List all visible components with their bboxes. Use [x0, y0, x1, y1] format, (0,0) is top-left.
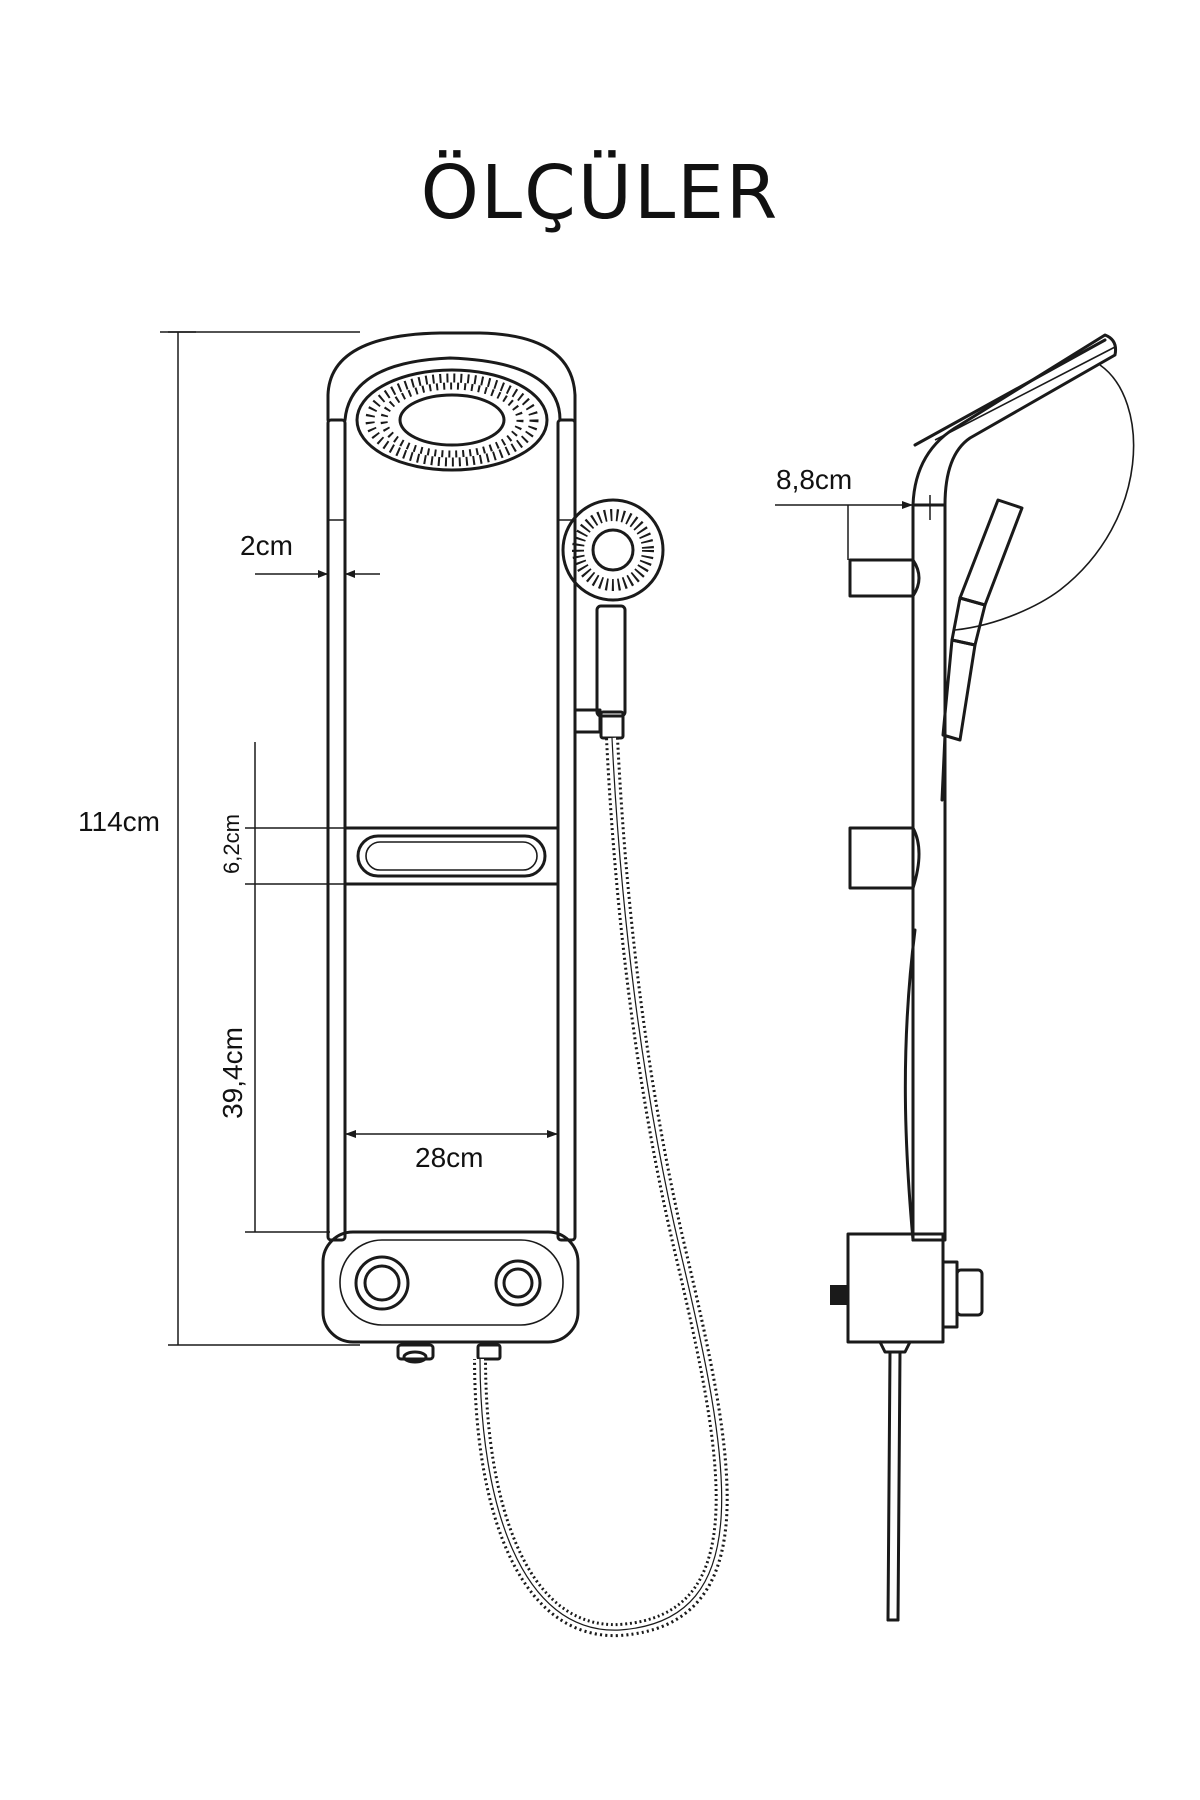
side-hand-shower [940, 498, 1024, 802]
panel-frame [326, 418, 577, 1242]
side-rain-head [911, 333, 1117, 507]
mixer-knob-right [494, 1259, 542, 1307]
shower-hose [473, 737, 729, 1638]
depth-dimension-line [775, 495, 931, 560]
side-control-box [830, 1232, 984, 1622]
front-view [160, 331, 729, 1638]
soap-shelf [343, 826, 560, 886]
mixer-control-box [321, 1230, 580, 1364]
total-height-dimension-line [160, 331, 360, 1346]
side-view [775, 333, 1135, 1622]
side-depth-label: 8,8cm [776, 464, 853, 495]
upper-bracket [848, 558, 921, 598]
panel-width-dimension-line [345, 1130, 558, 1138]
total-height-label: 114cm [78, 806, 160, 837]
panel-width-label: 28cm [415, 1142, 484, 1173]
shelf-height-label: 6,2cm [219, 814, 244, 874]
lower-section-label: 39,4cm [217, 1027, 248, 1119]
lower-bracket [848, 826, 921, 890]
swing-arc [954, 364, 1135, 631]
shelf-height-dimension-line [245, 742, 345, 1233]
frame-width-label: 2cm [240, 530, 293, 561]
mixer-knob-left [354, 1255, 410, 1311]
page-title: ÖLÇÜLER [420, 150, 780, 236]
frame-width-dimension-line [255, 570, 380, 578]
hand-shower [561, 498, 665, 740]
rain-shower-head [355, 368, 549, 472]
rain-head-housing [326, 331, 577, 432]
